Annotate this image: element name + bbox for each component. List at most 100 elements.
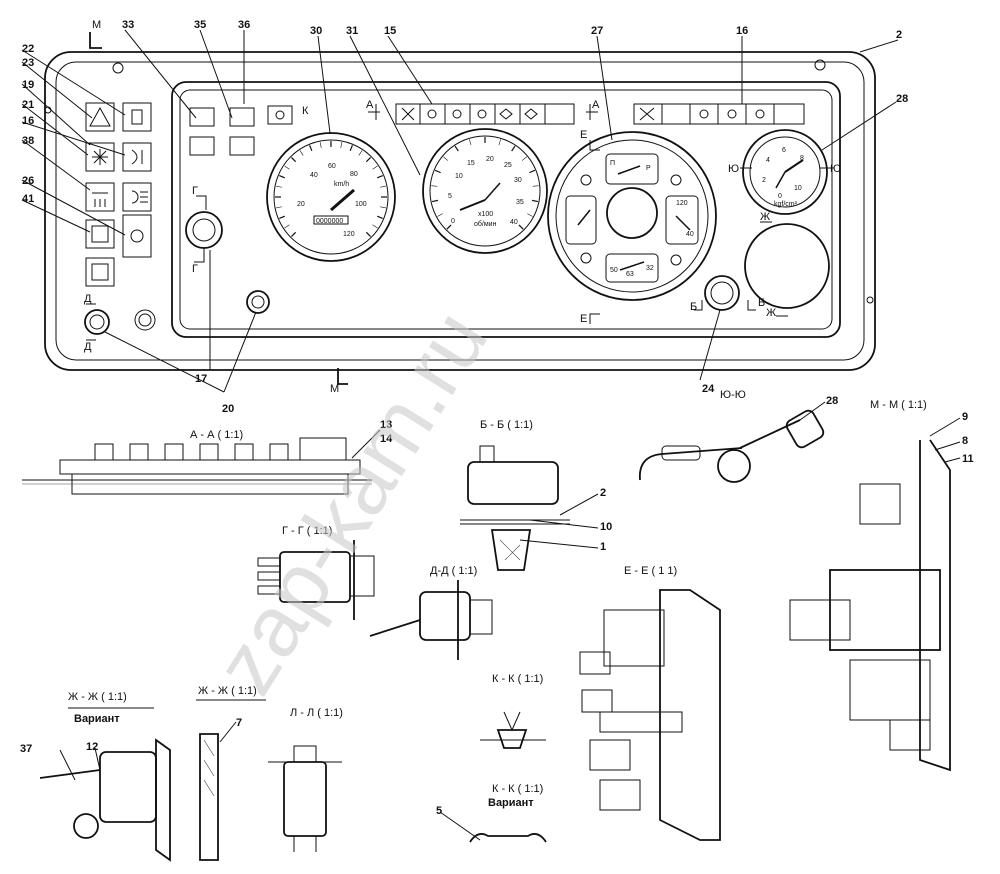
instrument-body bbox=[829, 569, 941, 651]
indicator-icon bbox=[477, 109, 487, 119]
section-mark: Е bbox=[580, 313, 587, 325]
speedometer-bezel bbox=[266, 132, 396, 262]
indicator-icon bbox=[427, 109, 437, 119]
speedometer-tick-label: 60 bbox=[328, 163, 336, 170]
speedometer-tick-label: 80 bbox=[350, 171, 358, 178]
section-title: Ж - Ж ( 1:1) bbox=[68, 691, 127, 703]
dial-tick bbox=[521, 156, 527, 161]
knob bbox=[246, 290, 270, 314]
section-mark: А bbox=[366, 99, 374, 111]
tachometer-tick-label: 20 bbox=[486, 156, 494, 163]
section-title: А - А ( 1:1) bbox=[190, 429, 243, 441]
warning-lamp-icon bbox=[130, 229, 144, 243]
fog-light-icon bbox=[131, 149, 143, 165]
temperature-needle bbox=[675, 215, 691, 231]
speedometer-tick-label: 100 bbox=[355, 201, 367, 208]
dial-tick bbox=[299, 150, 304, 156]
section-title: Б - Б ( 1:1) bbox=[480, 419, 533, 431]
section-mark: Г bbox=[192, 185, 198, 197]
section-mark: Ю bbox=[728, 163, 739, 175]
callout-label: 41 bbox=[22, 193, 34, 205]
section-subtitle: Вариант bbox=[74, 713, 120, 725]
warning-buzzer-core bbox=[710, 281, 734, 305]
callout-label: 7 bbox=[236, 717, 242, 729]
dial-tick bbox=[379, 206, 386, 209]
dial-tick bbox=[349, 145, 353, 152]
beam-switch bbox=[122, 182, 152, 212]
indicator-icon bbox=[755, 109, 765, 119]
indicator-lamps-top bbox=[395, 103, 805, 125]
panel-inner-frame bbox=[55, 61, 865, 361]
callout-label: 2 bbox=[896, 29, 902, 41]
pressure-tick-label: 8 bbox=[800, 155, 804, 162]
combination-gauge-dial bbox=[555, 139, 709, 293]
dial-tick bbox=[276, 206, 283, 209]
socket-body bbox=[99, 751, 157, 823]
section-view-mm: М - М ( 1:1) bbox=[789, 399, 951, 772]
tachometer-tick-label: 35 bbox=[516, 199, 524, 206]
fog-light-switch bbox=[122, 142, 152, 172]
callout-label: 10 bbox=[600, 521, 612, 533]
spare-switch bbox=[85, 257, 115, 287]
tachometer-unit: x100 bbox=[478, 211, 493, 218]
oil-pressure-needle bbox=[619, 261, 645, 271]
indicator-icon bbox=[639, 107, 655, 121]
lamp-variant bbox=[469, 833, 547, 843]
callout-label: 20 bbox=[222, 403, 234, 415]
indicator-strip bbox=[633, 103, 805, 125]
section-mark: К bbox=[302, 105, 309, 117]
buzzer-rubber-boot bbox=[490, 529, 532, 571]
section-title: Л - Л ( 1:1) bbox=[290, 707, 343, 719]
combo-label: 40 bbox=[686, 231, 694, 238]
speedometer: 40 60 80 20 100 120 km/h 0000000 bbox=[266, 132, 396, 262]
mounting-screw bbox=[112, 62, 124, 74]
dial-tick bbox=[511, 145, 516, 152]
callout-label: 2 bbox=[600, 487, 606, 499]
lamp-socket bbox=[496, 729, 528, 749]
dial-tick bbox=[290, 231, 297, 238]
section-mark: Ю bbox=[830, 163, 841, 175]
oil-pressure-window bbox=[605, 253, 659, 283]
temperature-gauge-window bbox=[665, 195, 699, 245]
section-title: Ю-Ю bbox=[720, 389, 746, 401]
section-view-gg: Г - Г ( 1:1) bbox=[257, 525, 375, 620]
callout-label: 1 bbox=[600, 541, 606, 553]
fan-switch bbox=[85, 142, 115, 172]
tachometer: 0 5 10 15 20 25 30 35 40 x100 об/мин bbox=[422, 128, 548, 254]
indicator-strip-dividers bbox=[419, 104, 546, 124]
tachometer-tick-label: 0 bbox=[451, 218, 455, 225]
tachometer-bezel bbox=[422, 128, 548, 254]
tachometer-tick-label: 5 bbox=[448, 193, 452, 200]
section-mark: М bbox=[92, 19, 101, 31]
section-mark: А bbox=[592, 99, 600, 111]
knobs bbox=[84, 211, 270, 335]
left-switch-block bbox=[85, 102, 152, 287]
dial-tick bbox=[443, 156, 449, 161]
pressure-tick-label: 4 bbox=[766, 157, 770, 164]
indicator-lamp bbox=[229, 107, 255, 127]
instrument-panel bbox=[44, 51, 876, 371]
dial-tick bbox=[284, 224, 290, 229]
knob bbox=[84, 309, 110, 335]
callout-label: 15 bbox=[384, 25, 396, 37]
tachometer-tick-label: 10 bbox=[455, 173, 463, 180]
socket-plug bbox=[199, 733, 219, 861]
gauge-cluster-frame bbox=[171, 81, 841, 338]
dial-tick bbox=[284, 165, 290, 170]
heater-switch bbox=[85, 182, 115, 212]
indicator-lamp bbox=[189, 107, 215, 127]
indicator-icon bbox=[499, 108, 513, 120]
indicator-icon bbox=[524, 108, 538, 120]
knob-core bbox=[251, 295, 265, 309]
callout-labels: 2 28 15 16 27 30 31 33 35 36 22 23 19 21… bbox=[20, 19, 974, 817]
dial-tick bbox=[319, 142, 322, 149]
section-title: Д-Д ( 1:1) bbox=[430, 565, 477, 577]
callout-label: 24 bbox=[702, 383, 715, 395]
warning-lamp-switch bbox=[122, 214, 152, 258]
tachometer-needle-2 bbox=[484, 182, 501, 201]
section-view-ee: Е - Е ( 1 1) bbox=[579, 565, 721, 841]
section-mark: Д bbox=[84, 293, 92, 305]
panel-bracket bbox=[919, 439, 951, 772]
rear-fog-icon bbox=[91, 225, 109, 243]
